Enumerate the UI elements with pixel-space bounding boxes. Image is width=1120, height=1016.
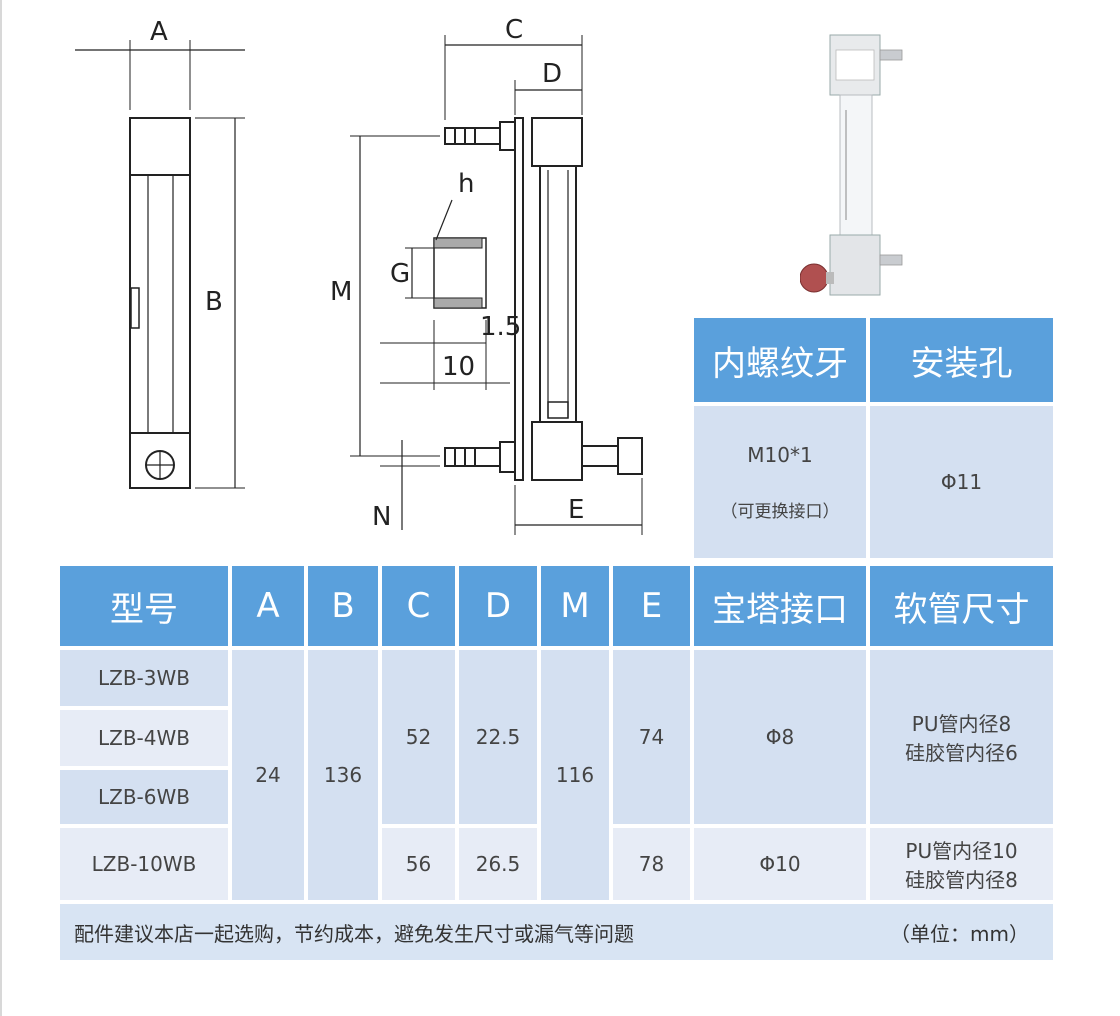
value-hose-2: PU管内径10 硅胶管内径8 xyxy=(870,828,1053,900)
value-a: 24 xyxy=(232,650,304,900)
dim-label-d: D xyxy=(542,59,562,89)
dim-label-1-5: 1.5 xyxy=(480,312,521,342)
dim-label-g: G xyxy=(390,259,410,289)
value-d-2: 26.5 xyxy=(459,828,537,900)
col-header-a: A xyxy=(232,566,304,646)
col-header-e: E xyxy=(613,566,690,646)
dim-label-h: h xyxy=(458,169,474,199)
value-e-2: 78 xyxy=(613,828,690,900)
model-cell: LZB-6WB xyxy=(60,770,228,824)
bottom-hose-barb xyxy=(444,447,501,467)
side-view-top-block xyxy=(531,117,583,167)
dim-label-e: E xyxy=(568,495,584,525)
dim-label-c: C xyxy=(505,15,523,45)
dim-label-a: A xyxy=(150,17,168,47)
thread-note: （可更换接口） xyxy=(720,501,840,522)
hose-line: PU管内径8 xyxy=(911,712,1012,736)
dim-label-b: B xyxy=(205,287,223,317)
hose-line: PU管内径10 xyxy=(905,839,1018,863)
page-left-border xyxy=(0,0,2,1016)
thread-header: 内螺纹牙 xyxy=(694,318,866,402)
value-barb-2: Φ10 xyxy=(694,828,866,900)
hose-line: 硅胶管内径6 xyxy=(905,741,1018,765)
col-header-d: D xyxy=(459,566,537,646)
dimension-drawing: A B C D M G h 1.5 10 N E xyxy=(75,15,643,535)
footer-unit: （单位：mm） xyxy=(890,921,1029,946)
footer-note: 配件建议本店一起选购，节约成本，避免发生尺寸或漏气等问题 xyxy=(74,921,634,946)
value-hose-1: PU管内径8 硅胶管内径6 xyxy=(870,650,1053,824)
dim-label-n: N xyxy=(372,502,391,532)
value-barb-1: Φ8 xyxy=(694,650,866,824)
footer-row: 配件建议本店一起选购，节约成本，避免发生尺寸或漏气等问题 （单位：mm） xyxy=(60,904,1053,960)
hose-line: 硅胶管内径8 xyxy=(905,868,1018,892)
dim-label-m: M xyxy=(330,277,352,307)
value-m: 116 xyxy=(541,650,609,900)
value-c-2: 56 xyxy=(382,828,455,900)
model-cell: LZB-3WB xyxy=(60,650,228,706)
col-header-model: 型号 xyxy=(60,566,228,646)
thread-cell: M10*1 （可更换接口） xyxy=(694,406,866,558)
col-header-c: C xyxy=(382,566,455,646)
hole-value: Φ11 xyxy=(870,406,1053,558)
top-hose-barb xyxy=(444,127,501,145)
hole-header: 安装孔 xyxy=(870,318,1053,402)
col-header-barb: 宝塔接口 xyxy=(694,566,866,646)
value-c-1: 52 xyxy=(382,650,455,824)
model-cell: LZB-4WB xyxy=(60,710,228,766)
value-e-1: 74 xyxy=(613,650,690,824)
value-d-1: 22.5 xyxy=(459,650,537,824)
value-b: 136 xyxy=(308,650,378,900)
thread-value: M10*1 xyxy=(747,442,813,467)
product-photo xyxy=(800,34,903,296)
dim-label-10: 10 xyxy=(442,352,475,382)
col-header-m: M xyxy=(541,566,609,646)
col-header-b: B xyxy=(308,566,378,646)
front-view-body xyxy=(129,117,191,489)
side-view-bottom-block xyxy=(531,421,583,481)
model-cell: LZB-10WB xyxy=(60,828,228,900)
col-header-hose: 软管尺寸 xyxy=(870,566,1053,646)
